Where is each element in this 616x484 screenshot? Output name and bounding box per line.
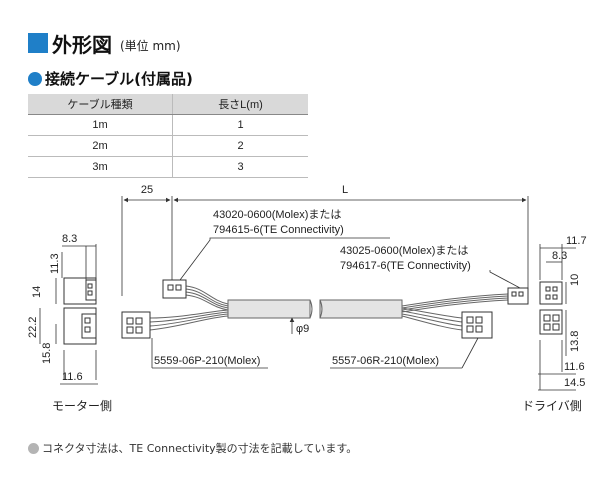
driver-side-view [539, 281, 563, 335]
section-title: 接続ケーブル(付属品) [45, 70, 193, 88]
label-connector-b-line2: 794617-6(TE Connectivity) [340, 260, 471, 272]
table-cell: 1 [172, 114, 308, 136]
driver-dim-w14-5: 14.5 [564, 377, 585, 389]
driver-dim-w11-7: 11.7 [566, 235, 587, 247]
label-connector-b-line1: 43025-0600(Molex)または [340, 244, 468, 257]
label-connector-c: 5559-06P-210(Molex) [154, 355, 260, 367]
driver-dim-h13-8: 13.8 [569, 331, 581, 352]
footnote-text: コネクタ寸法は、TE Connectivity製の寸法を記載しています。 [42, 442, 358, 455]
motor-dim-w-top: 8.3 [62, 233, 77, 245]
motor-dim-h14: 14 [31, 286, 43, 298]
label-connector-a-line1: 43020-0600(Molex)または [213, 208, 341, 221]
driver-side-dims [538, 244, 576, 391]
connector-a [162, 279, 187, 299]
table-cell: 3m [28, 156, 173, 178]
bullet-icon [28, 71, 42, 86]
dim-L-label: L [342, 184, 348, 196]
dim-phi9-label: φ9 [296, 323, 309, 335]
table-cell: 2 [172, 135, 308, 157]
unit-note: (単位 mm) [120, 38, 181, 53]
break-mark [309, 299, 323, 319]
driver-dim-w8-3: 8.3 [552, 250, 567, 262]
label-connector-a-line2: 794615-6(TE Connectivity) [213, 224, 344, 236]
table-cell: 2m [28, 135, 173, 157]
table-row: 3m 3 [28, 156, 308, 178]
col-header-cable-type: ケーブル種類 [28, 94, 173, 115]
driver-dim-w11-6: 11.6 [564, 361, 585, 373]
table-cell: 1m [28, 114, 173, 136]
page-title: 外形図 (単位 mm) [28, 30, 181, 57]
wire-bundle [149, 285, 509, 331]
cable-sheath [227, 299, 403, 319]
motor-dim-h-top: 11.3 [49, 253, 61, 274]
connector-b [507, 287, 529, 305]
dim-25-label: 25 [141, 184, 153, 196]
table-row: 2m 2 [28, 135, 308, 157]
connector-d [461, 311, 493, 339]
motor-side-view [63, 277, 97, 345]
motor-dim-h15-8: 15.8 [41, 343, 53, 364]
section-heading: 接続ケーブル(付属品) [28, 68, 193, 89]
footnote-bullet-icon [28, 442, 39, 454]
dim-top [121, 196, 529, 296]
connector-c [121, 311, 151, 339]
table-header-row: ケーブル種類 長さL(m) [28, 94, 308, 115]
motor-side-label: モーター側 [52, 399, 112, 413]
driver-dim-h10: 10 [569, 274, 581, 286]
motor-dim-h22-2: 22.2 [27, 317, 39, 338]
leader-lines [151, 237, 521, 369]
title-text: 外形図 [52, 32, 112, 57]
driver-side-label: ドライバ側 [522, 399, 582, 413]
footnote: コネクタ寸法は、TE Connectivity製の寸法を記載しています。 [28, 440, 357, 456]
title-square-icon [28, 33, 48, 53]
col-header-length: 長さL(m) [172, 94, 308, 115]
motor-dim-w-bottom: 11.6 [62, 371, 83, 383]
table-row: 1m 1 [28, 114, 308, 136]
table-cell: 3 [172, 156, 308, 178]
label-connector-d: 5557-06R-210(Molex) [332, 355, 439, 367]
cable-length-table: ケーブル種類 長さL(m) 1m 1 2m 2 3m 3 [28, 94, 308, 178]
motor-side-dims [39, 244, 98, 385]
